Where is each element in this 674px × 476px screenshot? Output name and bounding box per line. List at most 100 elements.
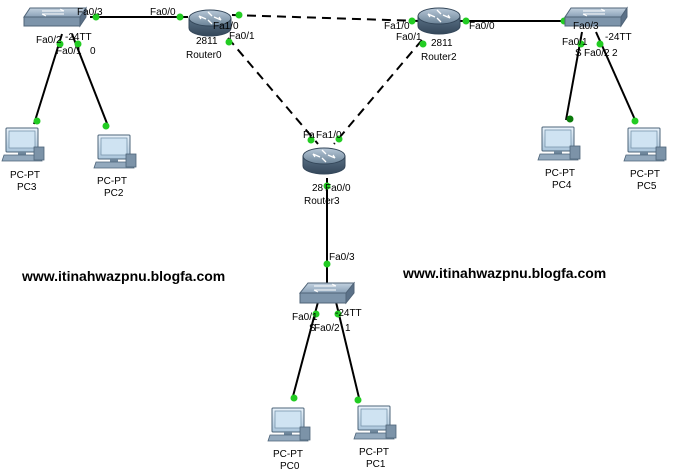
pc-tower xyxy=(655,146,667,161)
port-label: Fa0/2 xyxy=(314,323,340,334)
pc-screen xyxy=(274,410,302,429)
pc-type-label: PC-PT xyxy=(545,168,575,179)
pc-type-label: PC-PT xyxy=(10,170,40,181)
link-router0-router3[interactable] xyxy=(227,37,319,145)
pc-keyboard xyxy=(537,153,579,161)
router-arrows-icon xyxy=(312,149,336,163)
pc-screen xyxy=(8,130,36,149)
pc-screen xyxy=(360,408,388,427)
port-label: Fa0/1 xyxy=(229,31,255,42)
link-light xyxy=(577,40,585,48)
switch1[interactable] xyxy=(564,6,628,28)
switch-front-face xyxy=(23,16,81,27)
port-label: Fa0/1 xyxy=(292,312,318,323)
switch2[interactable] xyxy=(298,281,356,305)
router-name-label: Router3 xyxy=(304,196,340,207)
link-light xyxy=(33,117,41,125)
link-switch1-pc5[interactable] xyxy=(595,31,637,123)
router-top xyxy=(188,9,232,27)
link-switch0-pc3[interactable] xyxy=(33,33,63,125)
link-switch2-pc1[interactable] xyxy=(335,301,361,403)
port-label: Fa1/0 xyxy=(213,21,239,32)
link-light xyxy=(235,11,243,19)
port-label: 2 xyxy=(612,48,618,59)
port-label: Fa0/0 xyxy=(469,21,495,32)
pc-keyboard xyxy=(1,154,43,162)
link-switch0-pc2[interactable] xyxy=(71,33,109,127)
pc4[interactable] xyxy=(537,126,581,161)
switch-model-label: -24TT xyxy=(605,32,632,43)
switch-arrows-icon xyxy=(41,8,65,17)
pc-tower xyxy=(33,146,45,161)
pc-stand xyxy=(18,152,26,155)
link-router2-router3[interactable] xyxy=(333,39,423,145)
pc-type-label: PC-PT xyxy=(273,449,303,460)
device-labels: 2811 Router0 2811 Router2 28 Router3 PC-… xyxy=(10,36,660,472)
link-light xyxy=(102,122,110,130)
port-label: Fa1/0 xyxy=(316,130,342,141)
link-router0-router2[interactable] xyxy=(231,14,421,22)
router2[interactable] xyxy=(417,7,461,35)
switch0[interactable] xyxy=(23,6,87,28)
pc1[interactable] xyxy=(353,405,397,440)
port-label: Fa0/1 xyxy=(562,37,588,48)
switch-front-face xyxy=(299,292,347,304)
pc-stand xyxy=(370,430,378,433)
pc5[interactable] xyxy=(623,127,667,162)
pc-name-label: PC0 xyxy=(280,461,300,472)
pc-stand xyxy=(110,159,118,162)
port-label: S xyxy=(309,323,316,334)
port-label: Fa0/3 xyxy=(77,7,103,18)
link-light xyxy=(290,394,298,402)
link-light xyxy=(408,17,416,25)
switch-arrows-icon xyxy=(582,8,606,17)
link-light xyxy=(225,38,233,46)
pc-name-label: PC4 xyxy=(552,180,572,191)
switch-top-face xyxy=(564,7,628,18)
pc-keyboard xyxy=(623,154,665,162)
link-light xyxy=(335,135,343,143)
pc2[interactable] xyxy=(93,134,137,169)
pc-name-label: PC3 xyxy=(17,182,37,193)
router-model-label: 28 xyxy=(312,183,324,194)
link-status-lights xyxy=(33,11,639,404)
link-light xyxy=(566,115,574,123)
pc-name-label: PC5 xyxy=(637,181,657,192)
switch-model-label: -24TT xyxy=(335,308,362,319)
pc-keyboard xyxy=(353,432,395,440)
pc-stand xyxy=(640,152,648,155)
watermark-left: www.itinahwazpnu.blogfa.com xyxy=(21,268,225,284)
switch-side-face xyxy=(620,6,628,28)
link-light xyxy=(307,136,315,144)
switch-top-face xyxy=(298,282,356,294)
pc-tower xyxy=(125,153,137,168)
links xyxy=(33,14,637,403)
router-model-label: 2811 xyxy=(196,36,218,47)
router-top xyxy=(417,7,461,25)
pc-tower xyxy=(385,424,397,439)
router-arrows-icon xyxy=(198,11,222,25)
link-light xyxy=(596,40,604,48)
port-label: Fa0/3 xyxy=(573,21,599,32)
port-label: Fa1/0 xyxy=(384,21,410,32)
port-label: 1 xyxy=(345,323,351,334)
link-switch2-pc0[interactable] xyxy=(291,301,319,401)
link-light xyxy=(323,260,331,268)
router3[interactable] xyxy=(302,147,346,175)
port-label: 0 xyxy=(90,46,96,57)
pc-tower xyxy=(569,145,581,160)
port-label: Fa0/3 xyxy=(329,252,355,263)
router-top xyxy=(302,147,346,165)
link-light xyxy=(631,117,639,125)
pc-stand xyxy=(554,151,562,154)
port-label: S xyxy=(575,48,582,59)
router0[interactable] xyxy=(188,9,232,37)
pc0[interactable] xyxy=(267,407,311,442)
pc3[interactable] xyxy=(1,127,45,162)
pc-screen xyxy=(630,130,658,149)
pc-name-label: PC2 xyxy=(104,188,124,199)
port-label: Fa xyxy=(303,130,315,141)
port-labels: Fa0/3 Fa0/0 Fa0/2 -24TT Fa0/1 0 Fa1/0 Fa… xyxy=(36,7,632,334)
switch-arrows-icon xyxy=(313,283,337,293)
